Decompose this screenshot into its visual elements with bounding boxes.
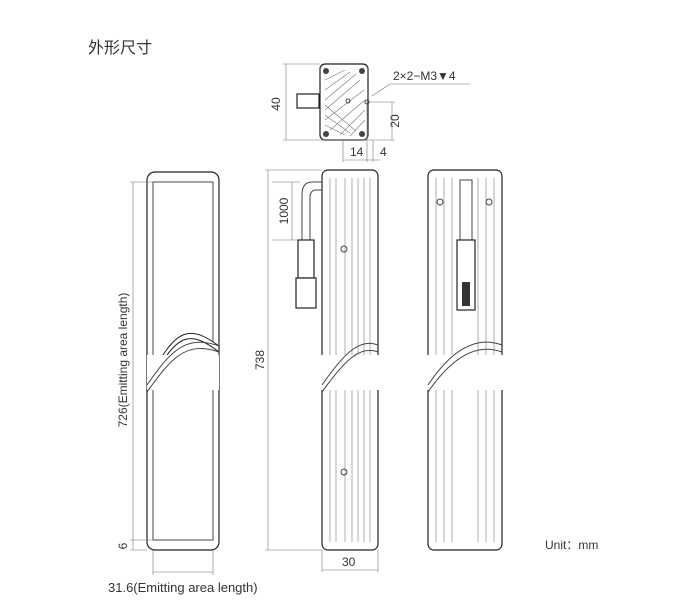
back-view xyxy=(427,169,503,551)
dim-body-width: 30 xyxy=(342,555,356,569)
dim-top-height: 40 xyxy=(269,97,283,111)
dim-total-length: 738 xyxy=(253,350,267,370)
dim-end-margin: 6 xyxy=(116,542,130,549)
dim-emitting-length: 726(Emitting area length) xyxy=(116,293,130,428)
side-view: 1000 738 30 xyxy=(253,169,379,572)
page-title: 外形尺寸 xyxy=(88,40,153,57)
top-view: 40 20 2×2−M3▼4 14 4 xyxy=(269,63,470,162)
dim-hole-h2: 4 xyxy=(380,145,387,159)
dim-hole-v: 20 xyxy=(388,114,402,128)
dim-emitting-width: 31.6(Emitting area length) xyxy=(108,580,258,595)
unit-label: Unit：mm xyxy=(545,538,598,552)
dim-hole-h1: 14 xyxy=(350,145,364,159)
dim-cable-length: 1000 xyxy=(277,197,291,224)
front-view: 726(Emitting area length) 6 31.6(Emittin… xyxy=(108,171,258,595)
dim-screw-spec: 2×2−M3▼4 xyxy=(393,69,456,83)
